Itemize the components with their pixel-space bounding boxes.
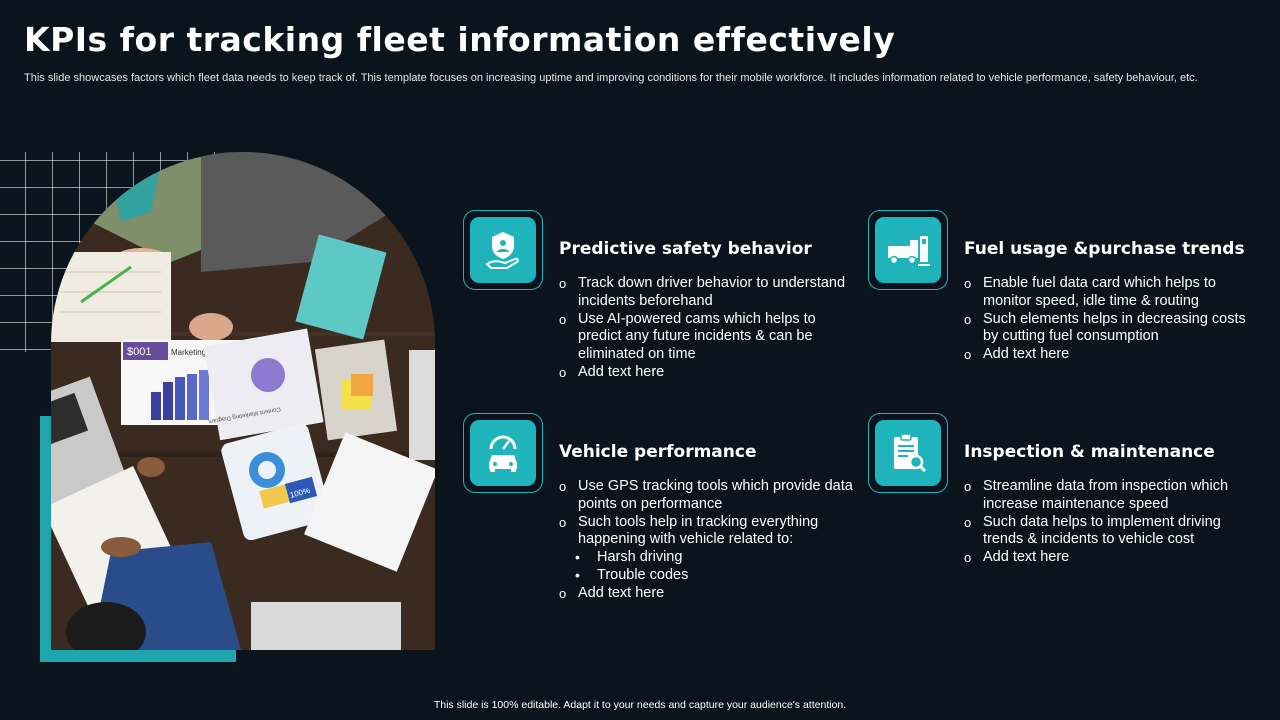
car-speedometer-icon [489,435,517,472]
list-item: Add text here [559,585,864,603]
kpi-title-safety: Predictive safety behavior [559,239,812,259]
safety-shield-hand-icon [485,232,519,269]
inspection-icon-box [868,413,948,493]
kpi-list-inspection: Streamline data from inspection which in… [964,478,1259,567]
kpi-title-inspection: Inspection & maintenance [964,442,1215,462]
list-item: Add text here [964,346,1259,364]
safety-icon-box [463,210,543,290]
fuel-truck-icon [888,236,930,266]
page-subtitle: This slide showcases factors which fleet… [24,72,1198,84]
list-item: Track down driver behavior to understand… [559,275,854,311]
page-title: KPIs for tracking fleet information effe… [24,20,896,59]
list-item: Streamline data from inspection which in… [964,478,1259,514]
footer-note: This slide is 100% editable. Adapt it to… [433,699,847,711]
kpi-title-vehicle: Vehicle performance [559,442,757,462]
vehicle-icon-box [463,413,543,493]
paper-bar-label: $001 [127,346,151,358]
kpi-list-vehicle: Use GPS tracking tools which provide dat… [559,478,864,603]
list-item: Add text here [559,364,854,382]
office-desk-photo: $001 Marketing Bu Content Marketing Diag… [51,152,435,650]
paper-title: Marketing Bu [171,348,218,357]
list-item: Such data helps to implement driving tre… [964,514,1259,550]
sub-list-item: Harsh driving [559,549,864,567]
list-item: Such tools help in tracking everything h… [559,514,864,550]
list-item: Such elements helps in decreasing costs … [964,311,1259,347]
list-item: Enable fuel data card which helps to mon… [964,275,1259,311]
kpi-list-fuel: Enable fuel data card which helps to mon… [964,275,1259,364]
sub-list-item: Trouble codes [559,567,864,585]
list-item: Use AI-powered cams which helps to predi… [559,311,854,364]
kpi-list-safety: Track down driver behavior to understand… [559,275,854,382]
inspection-clipboard-icon [894,433,927,473]
kpi-title-fuel: Fuel usage &purchase trends [964,239,1245,259]
list-item: Add text here [964,549,1259,567]
fuel-icon-box [868,210,948,290]
list-item: Use GPS tracking tools which provide dat… [559,478,864,514]
